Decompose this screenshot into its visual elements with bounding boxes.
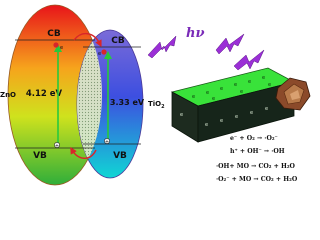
electron-symbol-2: e <box>98 51 101 57</box>
rod-e-2: e <box>206 90 209 96</box>
electron-symbol: e <box>60 45 63 51</box>
reaction-4: ·O₂⁻ + MO → CO₂ + H₂O <box>216 176 298 183</box>
reaction-3: ·OH+ MO → CO₂ + H₂O <box>216 163 296 170</box>
rod-e-1: e <box>192 94 195 100</box>
reaction-2: h⁺ + OH⁻ → ·OH <box>230 148 285 155</box>
rod-e-4: e <box>234 82 237 88</box>
rod-h-4: e <box>250 110 253 116</box>
rod-e-6: e <box>262 75 265 81</box>
zno-cb-label: CB <box>47 29 61 39</box>
rod-h-1: e <box>205 122 208 128</box>
rod-h-2: e <box>220 118 223 124</box>
tio2-vb-label: VB <box>113 151 127 161</box>
rod-e-8: e <box>240 89 243 95</box>
diagram-canvas: CB VB 4.12 eV ZnO CB VB 3.33 eV TiO2 e e… <box>0 4 311 186</box>
junction-overlap <box>77 30 102 178</box>
rod-side-face <box>197 81 295 143</box>
light-symbol: hν <box>186 26 204 41</box>
rod-e-3: e <box>220 86 223 92</box>
rod-electrons: e e e e e e e e e <box>192 75 271 102</box>
rod-h-6: e <box>180 112 183 118</box>
lightning-bolt-3 <box>233 49 265 71</box>
hole-sign-2: + <box>105 139 109 145</box>
hole-tio2-vb: + <box>104 138 110 145</box>
reaction-list: e⁻ + O₂ → ·O₂⁻ h⁺ + OH⁻ → ·OH ·OH+ MO → … <box>216 135 298 183</box>
rod-holes: e e e e e e <box>180 106 268 128</box>
reaction-1: e⁻ + O₂ → ·O₂⁻ <box>230 135 278 142</box>
hole-transfer-arrow <box>70 147 97 159</box>
rod-h-5: e <box>265 106 268 112</box>
zno-name: ZnO <box>0 91 16 99</box>
electron-transfer-arrow <box>73 33 102 48</box>
hole-sign: + <box>55 143 59 149</box>
rod-h-3: e <box>235 114 238 120</box>
nanoparticle <box>275 77 311 111</box>
hole-zno-vb: + <box>54 142 60 149</box>
electron-tio2-cb: e <box>98 49 107 57</box>
lightning-bolt-2 <box>215 33 245 55</box>
tio2-name: TiO2 <box>148 100 165 110</box>
tio2-band-gap: 3.33 eV <box>110 98 145 107</box>
rod-e-5: e <box>248 79 251 85</box>
zno-band-gap: 4.12 eV <box>26 89 63 99</box>
tio2-name-sub: 2 <box>161 104 165 110</box>
rod-e-7: e <box>212 96 215 102</box>
rod-e-9: e <box>268 82 271 88</box>
tio2-cb-label: CB <box>111 36 125 46</box>
electron-zno-cb: e <box>53 42 63 51</box>
heterojunction-diagram: CB VB 4.12 eV ZnO CB VB 3.33 eV TiO2 e e… <box>0 4 311 186</box>
lightning-bolt-1 <box>147 35 177 59</box>
zno-vb-label: VB <box>33 151 47 161</box>
tio2-name-main: TiO <box>148 100 161 108</box>
